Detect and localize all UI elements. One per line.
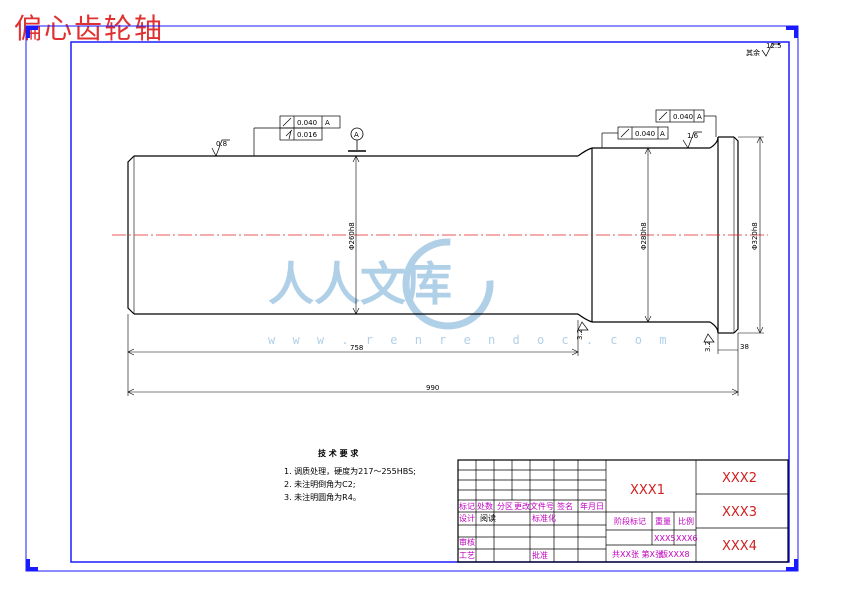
corner-markers — [26, 26, 798, 571]
tb-scale-value: XXX6 — [676, 534, 698, 543]
tb-sheet-text: 共XX张 第X张 — [612, 549, 663, 559]
requirements-heading: 技 术 要 求 — [318, 448, 359, 458]
tol-right-lower: 0.040 — [635, 130, 655, 138]
tb-zone-label: 分区 — [497, 502, 513, 511]
watermark: 人人文库 w w w . r e n r e n d o c . c o m — [268, 238, 671, 347]
watermark-url: w w w . r e n r e n d o c . c o m — [268, 333, 671, 347]
tb-weight-value: XXX5 — [654, 534, 676, 543]
drawing-title: 偏心齿轮轴 — [14, 12, 165, 45]
roughness-right: 1.6 — [687, 132, 699, 140]
tb-drawing-name: XXX1 — [630, 483, 665, 498]
requirement-3: 3. 未注明圆角为R4。 — [284, 492, 361, 502]
roughness-other-symbol — [761, 43, 780, 57]
tb-std-label: 标准化 — [532, 513, 556, 523]
roughness-right-lower: 3.2 — [704, 341, 712, 352]
tol-right-top-datum: A — [697, 113, 702, 121]
tb-right-3: XXX4 — [722, 539, 757, 554]
tb-process-label: 工艺 — [459, 551, 475, 560]
tol-right-top: 0.040 — [673, 113, 693, 121]
dim-dia-right: Φ320h8 — [751, 222, 759, 250]
roughness-other-value: 12.5 — [766, 42, 782, 50]
datum-a — [348, 127, 366, 152]
roughness-right-lower-symbol — [703, 333, 715, 343]
requirement-2: 2. 未注明倒角为C2; — [284, 479, 356, 489]
roughness-right-symbol — [682, 131, 702, 149]
dim-dia-left: Φ260h8 — [348, 222, 356, 250]
roughness-left-lower: 3.2 — [576, 329, 584, 340]
tb-sign-label: 签名 — [557, 501, 573, 511]
dim-len-left: 758 — [350, 344, 363, 352]
dim-dia-mid: Φ280h8 — [640, 222, 648, 250]
tb-right-1: XXX2 — [722, 471, 757, 486]
inner-frame — [70, 41, 790, 563]
tb-designer: 阅读 — [480, 513, 496, 523]
tolerance-frame-left — [253, 115, 341, 156]
dim-len-total: 990 — [426, 384, 439, 392]
roughness-left: 0.8 — [216, 140, 227, 148]
datum-letter: A — [354, 131, 359, 139]
roughness-left-symbol — [211, 139, 230, 157]
tb-approve-label: 批准 — [532, 550, 548, 560]
tb-right-2: XXX3 — [722, 505, 757, 520]
tb-ver-text: 版XXX8 — [660, 549, 690, 559]
diameter-dims — [352, 136, 764, 334]
dim-len-right: 38 — [740, 343, 749, 351]
tol-left-bottom: 0.016 — [297, 131, 318, 139]
roughness-other-label: 其余 — [746, 48, 760, 57]
tol-right-lower-datum: A — [660, 130, 665, 138]
tb-mark-label: 标记 — [459, 501, 475, 511]
tb-weight-label: 重量 — [655, 516, 671, 526]
title-block — [457, 459, 789, 563]
tb-design-label: 设计 — [459, 513, 475, 523]
tolerance-frame-right — [601, 109, 717, 148]
tb-date-label: 年月日 — [580, 501, 604, 511]
tb-scale-label: 比例 — [678, 516, 694, 526]
tb-stage-label: 阶段标记 — [614, 516, 646, 526]
tb-doc-label: 更改文件号 — [514, 501, 554, 511]
tol-left-top-datum: A — [325, 119, 330, 127]
roughness-left-lower-symbol — [577, 321, 589, 331]
outer-border — [25, 25, 799, 572]
tb-count-label: 处数 — [477, 501, 493, 511]
requirement-1: 1. 调质处理，硬度为217～255HBS; — [284, 466, 416, 476]
watermark-text: 人人文库 — [268, 257, 452, 311]
tol-left-top: 0.040 — [297, 119, 317, 127]
length-dims — [127, 314, 739, 396]
tb-review-label: 审核 — [459, 537, 475, 547]
